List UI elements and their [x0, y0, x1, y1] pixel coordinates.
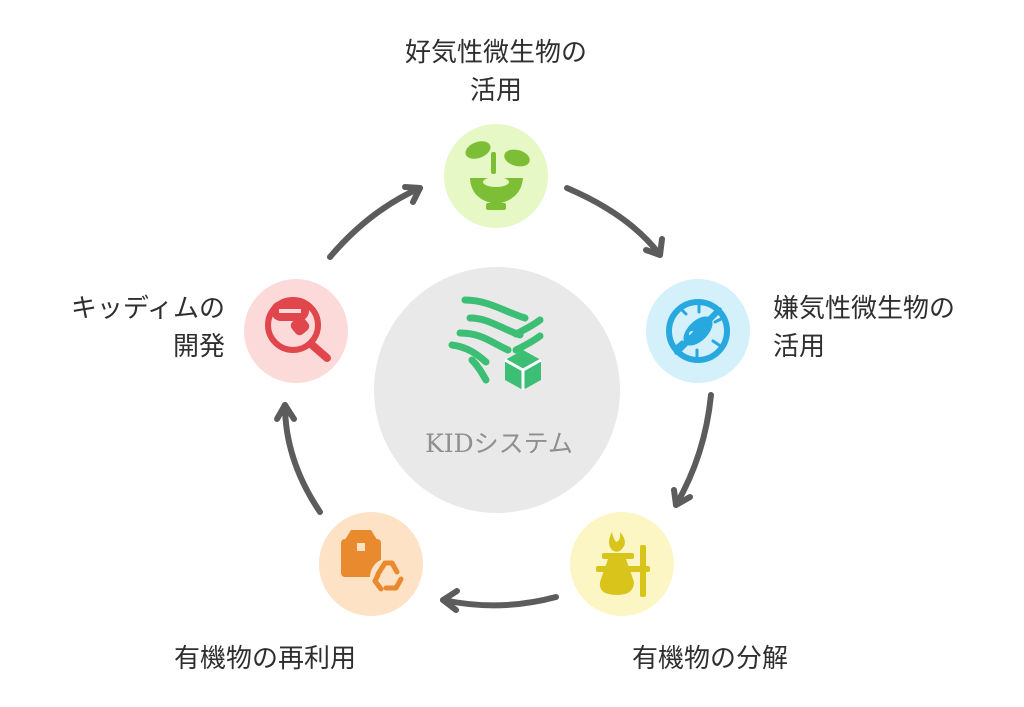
- label-anaerobic-line-2: 活用: [773, 332, 826, 362]
- label-decomposition: 有機物の分解: [590, 640, 830, 678]
- center-label: KIDシステム: [425, 429, 573, 458]
- box-recycle-icon: [341, 530, 408, 596]
- no-bacteria-icon: [666, 299, 730, 363]
- label-reuse: 有機物の再利用: [145, 640, 385, 678]
- label-development-line-1: キッディムの: [70, 294, 225, 324]
- center-circle: [374, 267, 620, 513]
- label-aerobic-line-2: 活用: [469, 76, 522, 106]
- label-anaerobic: 嫌気性微生物の 活用: [773, 290, 955, 366]
- arrow-anaerobic-to-decomposition: [671, 392, 714, 508]
- box-icon: [504, 350, 542, 390]
- flask-flame-icon: [596, 532, 650, 597]
- arrow-aerobic-to-anaerobic: [564, 185, 665, 258]
- node-circle-aerobic: [444, 124, 548, 228]
- label-aerobic-line-1: 好気性微生物の: [404, 38, 587, 68]
- label-anaerobic-line-1: 嫌気性微生物の: [773, 294, 956, 324]
- wind-box-icon: [448, 296, 544, 384]
- label-reuse-line-1: 有機物の再利用: [173, 644, 356, 674]
- arrow-development-to-aerobic: [327, 184, 423, 260]
- arrow-reuse-to-development: [274, 402, 323, 515]
- label-development: キッディムの 開発: [20, 290, 225, 366]
- label-decomposition-line-1: 有機物の分解: [631, 644, 788, 674]
- arrow-decomposition-to-reuse: [440, 588, 559, 613]
- label-development-line-2: 開発: [172, 332, 225, 362]
- cycle-arrows: [274, 184, 714, 613]
- capsule-search-icon: [265, 297, 331, 362]
- label-aerobic: 好気性微生物の 活用: [381, 34, 611, 110]
- sprout-bowl-icon: [465, 141, 530, 210]
